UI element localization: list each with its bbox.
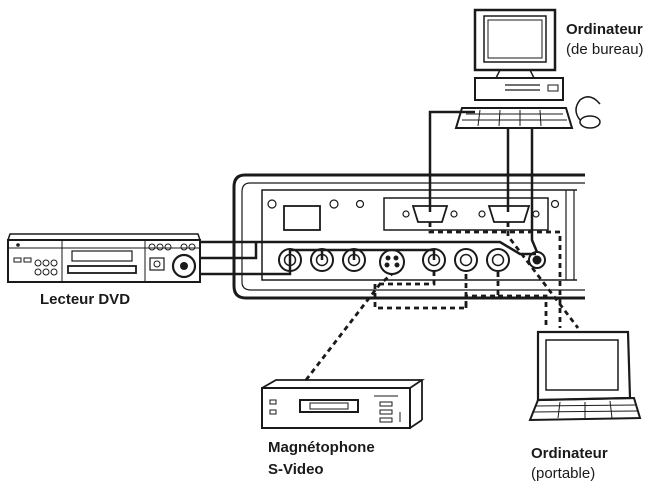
vcr [261, 379, 425, 429]
vga-port-1 [402, 205, 458, 223]
rca-port-5 [454, 248, 478, 272]
dvd-label: Lecteur DVD [40, 291, 131, 308]
dashed-cables [304, 222, 580, 381]
laptop [528, 330, 642, 422]
rca-port-6 [486, 248, 510, 272]
vcr-label-line2: S-Video [268, 461, 324, 478]
desktop-computer [454, 8, 601, 129]
projector-panel [232, 173, 585, 300]
svideo-port [379, 249, 405, 275]
vcr-label-line1: Magnétophone [268, 439, 375, 456]
laptop-title: Ordinateur [531, 445, 608, 462]
vga-port-2 [478, 205, 540, 223]
audio-jack [528, 251, 546, 269]
desktop-title: Ordinateur [566, 21, 643, 38]
desktop-cables [428, 110, 539, 253]
dvd-player [7, 233, 201, 283]
laptop-subtitle: (portable) [531, 465, 596, 482]
desktop-subtitle: (de bureau) [566, 41, 644, 58]
dvd-cables [200, 240, 536, 276]
